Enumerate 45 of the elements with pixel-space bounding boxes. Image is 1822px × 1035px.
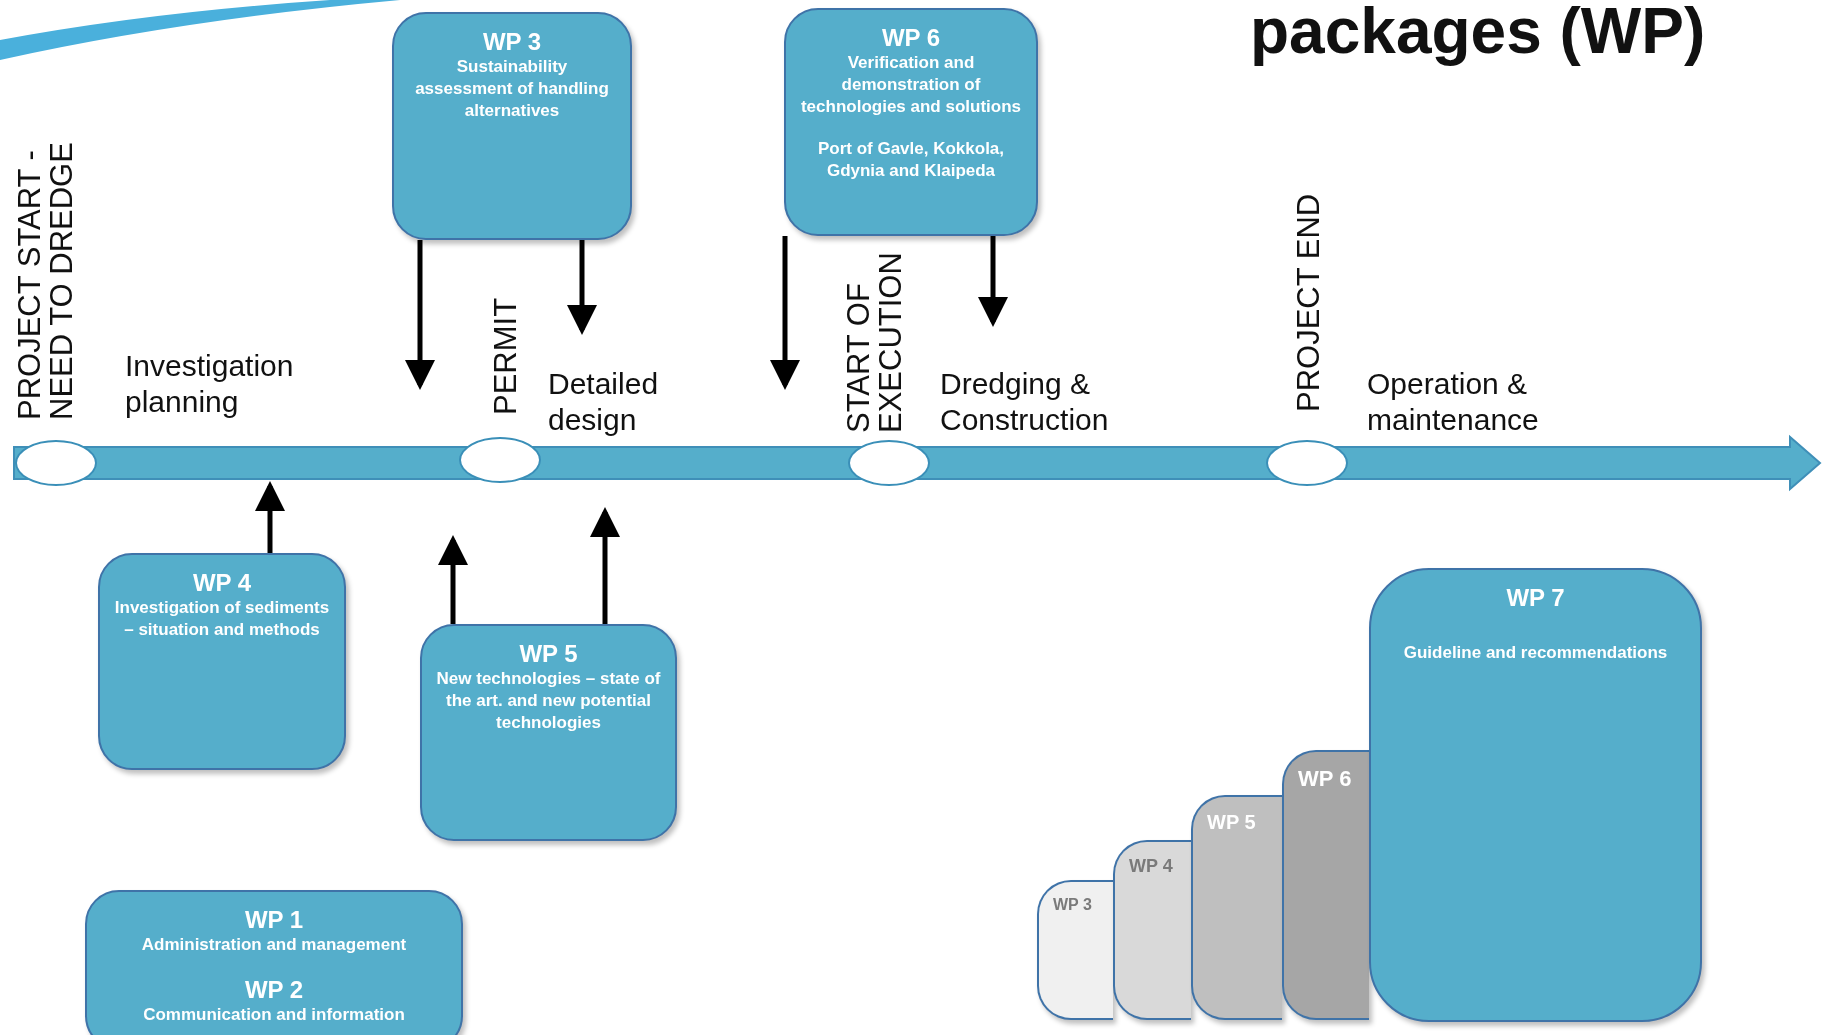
arrow — [978, 236, 1008, 327]
phase-label: Investigation planning — [125, 348, 295, 420]
milestone-label: START OF EXECUTION — [843, 253, 909, 433]
package-description: Investigation of sediments – situation and methods — [114, 597, 330, 641]
arrow — [590, 507, 620, 624]
package-description: Sustainability assessment of handling alternatives — [414, 56, 610, 122]
package-title: WP 4 — [1129, 856, 1174, 877]
package-title: WP 3 — [1053, 896, 1093, 914]
milestone-label: PROJECT END — [1293, 192, 1327, 412]
package-title: WP 3 — [481, 28, 543, 56]
phase-label: Dredging & Construction — [940, 366, 1110, 438]
phase-label: Detailed design — [548, 366, 660, 438]
package-title: WP 2 — [243, 976, 305, 1004]
arrow — [567, 240, 597, 335]
arrow — [255, 481, 285, 553]
arrow — [405, 240, 435, 390]
work-package-box — [85, 890, 463, 1035]
package-description: New technologies – state of the art. and new potential technologies — [436, 668, 661, 734]
package-description: Verification and demonstration of technologies and solutions — [800, 52, 1022, 118]
work-package-box — [784, 8, 1038, 236]
work-package-box — [392, 12, 632, 240]
package-description: Communication and information — [142, 1004, 406, 1026]
package-title: WP 7 — [1505, 584, 1566, 612]
work-package-box — [98, 553, 346, 770]
package-description: Port of Gavle, Kokkola, Gdynia and Klaipeda — [816, 138, 1006, 182]
arrow — [438, 535, 468, 624]
work-package-box — [1191, 795, 1282, 1020]
work-package-box — [1037, 880, 1113, 1020]
package-description: Guideline and recommendations — [1402, 642, 1669, 664]
package-title: WP 5 — [518, 640, 579, 668]
work-package-box — [1282, 750, 1369, 1020]
work-package-box — [1369, 568, 1702, 1022]
package-title: WP 6 — [880, 24, 942, 52]
package-title: WP 4 — [191, 569, 253, 597]
milestone-label: PERMIT — [490, 300, 524, 415]
package-title: WP 1 — [243, 906, 305, 934]
arrow — [770, 236, 800, 390]
work-package-box — [420, 624, 677, 841]
work-package-box — [1113, 840, 1191, 1020]
package-title: WP 6 — [1298, 766, 1353, 792]
milestone-label: PROJECT START - NEED TO DREDGE — [14, 141, 80, 420]
milestone-ellipse — [15, 440, 97, 486]
package-title: WP 5 — [1207, 811, 1257, 834]
package-description: Administration and management — [140, 934, 408, 956]
phase-label: Operation & maintenance — [1367, 366, 1540, 438]
